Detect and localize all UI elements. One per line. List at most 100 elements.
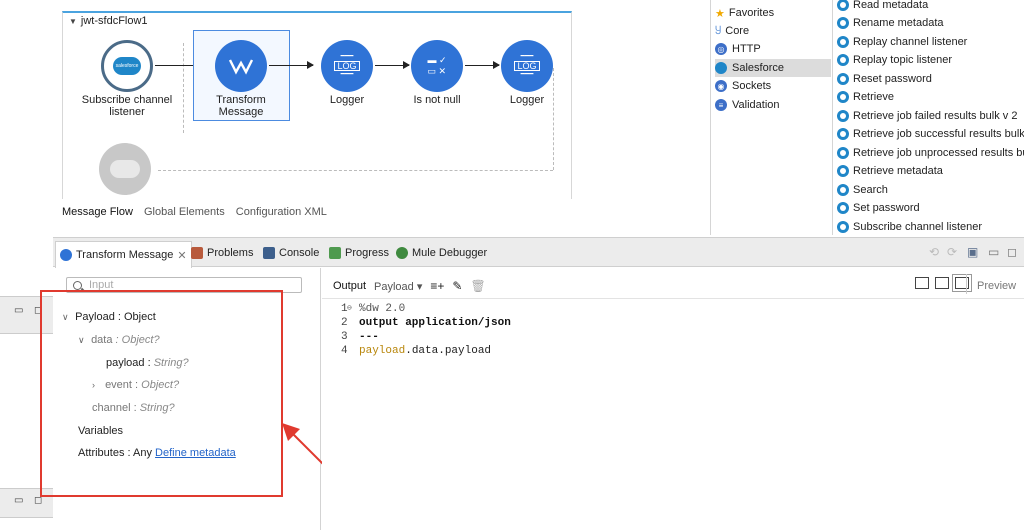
subscribe-channel-listener-node[interactable]: salesforce: [101, 40, 153, 92]
view-mode-toggles: [912, 274, 972, 292]
collapse-triangle-icon[interactable]: ▼: [69, 17, 77, 26]
line-number: 1: [341, 303, 348, 315]
input-search-field[interactable]: Input: [66, 277, 302, 293]
minimize-icon[interactable]: ▭: [988, 245, 1000, 259]
code-line: %dw 2.0: [359, 303, 406, 315]
op-replay-channel-listener[interactable]: Replay channel listener: [837, 33, 967, 51]
fold-icon[interactable]: ⊖: [347, 304, 352, 313]
connector-arrow: [269, 61, 314, 69]
salesforce-icon: [837, 73, 849, 85]
split-view-icon[interactable]: [935, 277, 949, 289]
salesforce-icon: [837, 36, 849, 48]
salesforce-icon: [837, 221, 849, 233]
tab-configuration-xml[interactable]: Configuration XML: [235, 206, 327, 218]
minimize-icon[interactable]: ▭: [14, 495, 24, 506]
restore-icon[interactable]: ◻: [34, 305, 43, 316]
op-read-metadata[interactable]: Read metadata: [837, 0, 928, 14]
connector-arrow: [375, 61, 410, 69]
tab-console[interactable]: Console: [259, 242, 323, 264]
preview-button[interactable]: Preview: [977, 280, 1017, 292]
category-validation[interactable]: ≡Validation: [715, 96, 831, 114]
salesforce-cloud-gray-icon: [110, 160, 140, 178]
sockets-icon: ◉: [715, 80, 727, 92]
transform-message-node[interactable]: [215, 40, 267, 92]
chevron-down-icon[interactable]: ∨: [78, 335, 85, 345]
minimized-view-strip-2: ▭ ◻: [0, 488, 53, 518]
source-view-icon[interactable]: [952, 274, 972, 292]
tab-progress[interactable]: Progress: [325, 242, 393, 264]
op-rename-metadata[interactable]: Rename metadata: [837, 14, 944, 32]
back-icon[interactable]: ⟲: [929, 245, 940, 259]
close-icon[interactable]: ✕: [177, 249, 187, 262]
flow-title[interactable]: ▼jwt-sfdcFlow1: [69, 15, 148, 27]
add-target-icon[interactable]: ≡+: [430, 279, 445, 293]
output-label: Output: [333, 280, 367, 292]
op-retrieve-metadata[interactable]: Retrieve metadata: [837, 162, 943, 180]
salesforce-cloud-icon: salesforce: [113, 57, 141, 75]
category-salesforce[interactable]: Salesforce: [715, 59, 831, 77]
define-metadata-link[interactable]: Define metadata: [155, 447, 236, 459]
transform-icon: [60, 249, 72, 261]
tree-variables[interactable]: Variables: [78, 425, 124, 437]
tab-mule-debugger[interactable]: Mule Debugger: [392, 242, 491, 264]
op-subscribe-channel-listener[interactable]: Subscribe channel listener: [837, 218, 982, 235]
salesforce-icon: [715, 62, 727, 74]
category-sockets[interactable]: ◉Sockets: [715, 77, 831, 95]
graphics-view-icon[interactable]: [915, 277, 929, 289]
chevron-right-icon[interactable]: ›: [92, 380, 95, 390]
op-search[interactable]: Search: [837, 181, 888, 199]
tab-message-flow[interactable]: Message Flow: [62, 206, 133, 218]
flow-canvas[interactable]: ▼jwt-sfdcFlow1 salesforce Subscribe chan…: [62, 11, 572, 199]
op-set-password[interactable]: Set password: [837, 199, 920, 217]
logger-node-1[interactable]: ━━━LOG━━━: [321, 40, 373, 92]
delete-icon[interactable]: 🗑: [470, 279, 486, 293]
output-toolbar: Output Payload ▾ ≡+ ✎ 🗑: [333, 279, 486, 293]
progress-icon: [329, 247, 341, 259]
op-reset-password[interactable]: Reset password: [837, 70, 932, 88]
tab-global-elements[interactable]: Global Elements: [143, 206, 225, 218]
line-number: 3: [341, 331, 348, 343]
tree-event[interactable]: › event : Object?: [92, 379, 180, 391]
salesforce-icon: [837, 147, 849, 159]
op-retrieve-job-unprocessed[interactable]: Retrieve job unprocessed results bulk: [837, 144, 1024, 162]
restore-icon[interactable]: ◻: [34, 495, 43, 506]
forward-icon[interactable]: ⟳: [947, 245, 958, 259]
logger-node-2[interactable]: ━━━LOG━━━: [501, 40, 553, 92]
category-favorites[interactable]: ★Favorites: [715, 7, 775, 20]
line-number: 2: [341, 317, 348, 329]
op-retrieve-job-successful[interactable]: Retrieve job successful results bulk v: [837, 125, 1024, 143]
is-not-null-node[interactable]: ▬ ✓▭ ✕: [411, 40, 463, 92]
tree-payload[interactable]: ∨ Payload : Object: [62, 311, 156, 323]
output-target-dropdown[interactable]: Payload ▾: [374, 280, 423, 293]
minimize-icon[interactable]: ▭: [14, 305, 24, 316]
validation-icon: ▬ ✓▭ ✕: [427, 55, 447, 76]
chevron-down-icon[interactable]: ∨: [62, 312, 69, 322]
log-icon: ━━━LOG━━━: [514, 53, 540, 79]
op-retrieve-job-failed[interactable]: Retrieve job failed results bulk v 2: [837, 107, 1017, 125]
tree-payload-field[interactable]: payload : String?: [106, 357, 189, 369]
code-line: output application/json: [359, 317, 511, 329]
canvas-tabs: Message Flow Global Elements Configurati…: [62, 206, 335, 218]
save-icon[interactable]: ▣: [967, 245, 979, 259]
tab-problems[interactable]: Problems: [187, 242, 257, 264]
tree-data[interactable]: ∨ data : Object?: [78, 334, 160, 346]
op-replay-topic-listener[interactable]: Replay topic listener: [837, 51, 952, 69]
problems-icon: [191, 247, 203, 259]
salesforce-icon: [837, 202, 849, 214]
transform-icon: [228, 59, 254, 75]
return-path: [553, 68, 554, 170]
tree-channel[interactable]: channel : String?: [92, 402, 175, 414]
debugger-bug-icon: [396, 247, 408, 259]
op-retrieve[interactable]: Retrieve: [837, 88, 894, 106]
tab-transform-message[interactable]: Transform Message✕: [55, 241, 192, 268]
edit-icon[interactable]: ✎: [452, 279, 463, 293]
http-icon: ◎: [715, 43, 727, 55]
panel-tabbar: Transform Message✕ Problems Console Prog…: [53, 237, 1024, 268]
source-placeholder-node: [99, 143, 151, 195]
maximize-icon[interactable]: ◻: [1007, 245, 1017, 259]
category-http[interactable]: ◎HTTP: [715, 40, 831, 58]
palette-operations: Read metadata Rename metadata Replay cha…: [832, 0, 1024, 235]
log-icon: ━━━LOG━━━: [334, 53, 360, 79]
